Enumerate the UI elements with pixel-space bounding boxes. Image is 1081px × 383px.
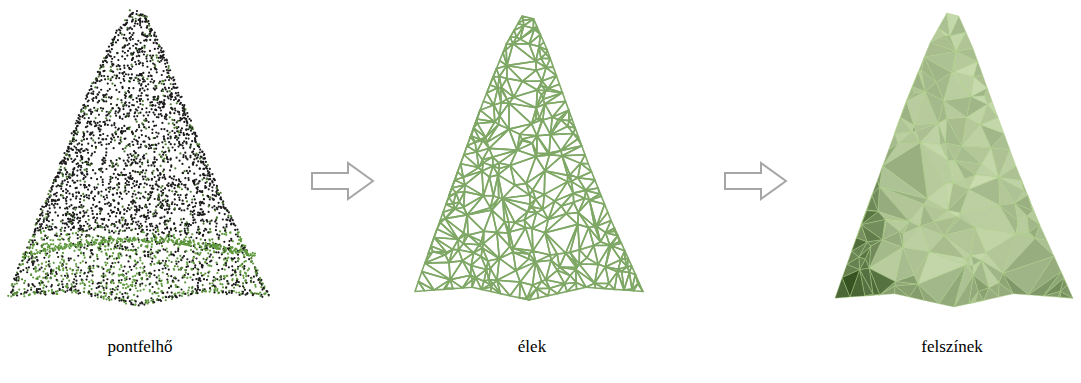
- process-arrows: [312, 163, 786, 199]
- caption-label: felszínek: [921, 337, 982, 357]
- wireframe-mesh: [415, 16, 643, 300]
- shaded-surface: [835, 13, 1073, 307]
- caption-label: pontfelhő: [107, 337, 172, 357]
- point-cloud: [7, 9, 270, 306]
- caption-label: élek: [518, 337, 546, 357]
